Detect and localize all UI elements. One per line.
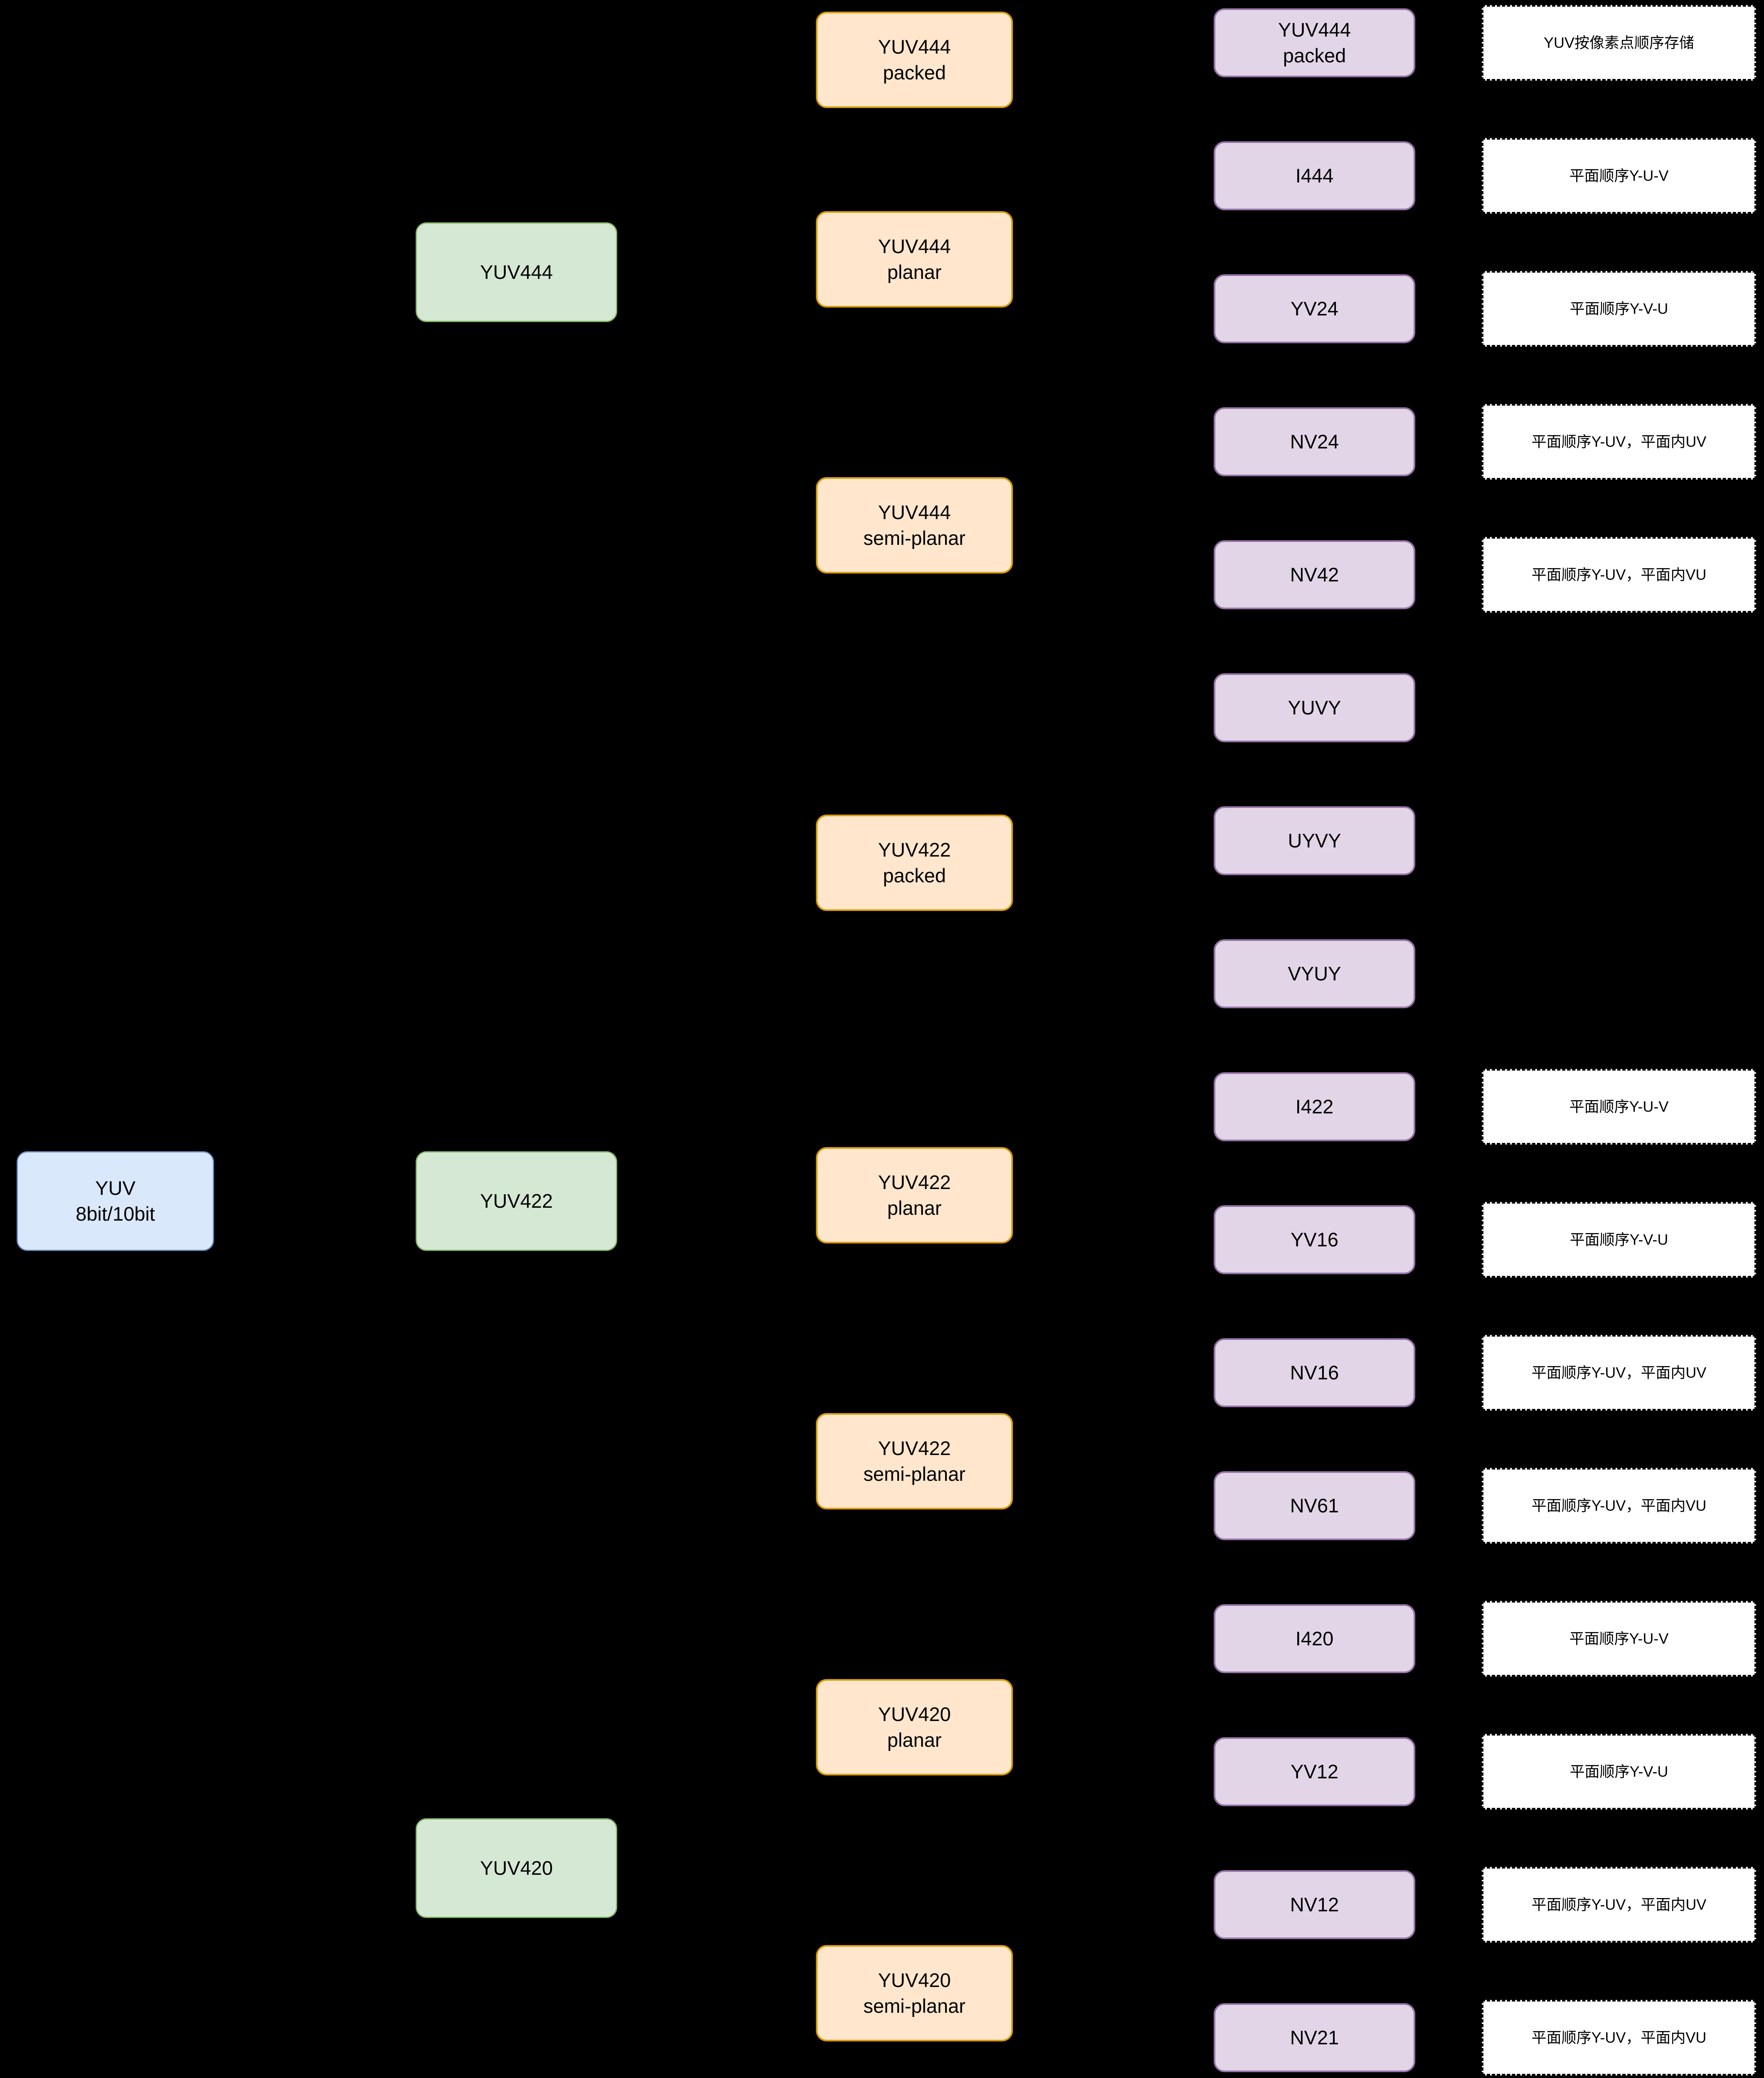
node-format-i422[interactable]: I422: [1214, 1072, 1415, 1141]
node-format-yv12[interactable]: YV12: [1214, 1737, 1415, 1806]
node-format-nv16[interactable]: NV16: [1214, 1338, 1415, 1407]
node-layout-yuv444-packed[interactable]: YUV444 packed: [816, 12, 1013, 108]
node-layout-yuv444-planar[interactable]: YUV444 planar: [816, 211, 1013, 308]
note-format-i444: 平面顺序Y-U-V: [1482, 138, 1756, 214]
note-format-nv21: 平面顺序Y-UV，平面内VU: [1482, 2000, 1756, 2076]
note-format-i422: 平面顺序Y-U-V: [1482, 1069, 1756, 1145]
node-format-nv21[interactable]: NV21: [1214, 2003, 1415, 2072]
node-format-uyvy[interactable]: UYVY: [1214, 806, 1415, 875]
node-layout-yuv444-semi-planar[interactable]: YUV444 semi-planar: [816, 477, 1013, 574]
node-format-yuvy[interactable]: YUVY: [1214, 673, 1415, 742]
node-layout-yuv420-semi-planar[interactable]: YUV420 semi-planar: [816, 1945, 1013, 2041]
node-group-yuv422[interactable]: YUV422: [416, 1151, 617, 1251]
note-format-yv12: 平面顺序Y-V-U: [1482, 1734, 1756, 1810]
node-format-yuv444-packed[interactable]: YUV444 packed: [1214, 8, 1415, 77]
note-format-yv24: 平面顺序Y-V-U: [1482, 271, 1756, 347]
node-format-vyuy[interactable]: VYUY: [1214, 939, 1415, 1008]
note-format-nv61: 平面顺序Y-UV，平面内VU: [1482, 1468, 1756, 1544]
node-format-nv24[interactable]: NV24: [1214, 407, 1415, 476]
node-layout-yuv422-planar[interactable]: YUV422 planar: [816, 1147, 1013, 1243]
note-format-yv16: 平面顺序Y-V-U: [1482, 1202, 1756, 1278]
node-group-yuv420[interactable]: YUV420: [416, 1818, 617, 1918]
node-format-i444[interactable]: I444: [1214, 141, 1415, 210]
node-format-yv16[interactable]: YV16: [1214, 1205, 1415, 1274]
node-group-yuv444[interactable]: YUV444: [416, 222, 617, 322]
node-layout-yuv422-semi-planar[interactable]: YUV422 semi-planar: [816, 1413, 1013, 1509]
node-layout-yuv420-planar[interactable]: YUV420 planar: [816, 1679, 1013, 1775]
node-format-yv24[interactable]: YV24: [1214, 274, 1415, 343]
note-format-i420: 平面顺序Y-U-V: [1482, 1601, 1756, 1677]
node-format-nv61[interactable]: NV61: [1214, 1471, 1415, 1540]
note-format-nv12: 平面顺序Y-UV，平面内UV: [1482, 1867, 1756, 1943]
note-format-nv24: 平面顺序Y-UV，平面内UV: [1482, 404, 1756, 480]
node-layout-yuv422-packed[interactable]: YUV422 packed: [816, 815, 1013, 911]
note-format-yuv444-packed: YUV按像素点顺序存储: [1482, 5, 1756, 81]
node-format-nv12[interactable]: NV12: [1214, 1870, 1415, 1939]
node-yuv-root[interactable]: YUV 8bit/10bit: [17, 1151, 214, 1251]
node-format-i420[interactable]: I420: [1214, 1604, 1415, 1673]
node-format-nv42[interactable]: NV42: [1214, 540, 1415, 609]
note-format-nv16: 平面顺序Y-UV，平面内UV: [1482, 1335, 1756, 1411]
note-format-nv42: 平面顺序Y-UV，平面内VU: [1482, 537, 1756, 613]
